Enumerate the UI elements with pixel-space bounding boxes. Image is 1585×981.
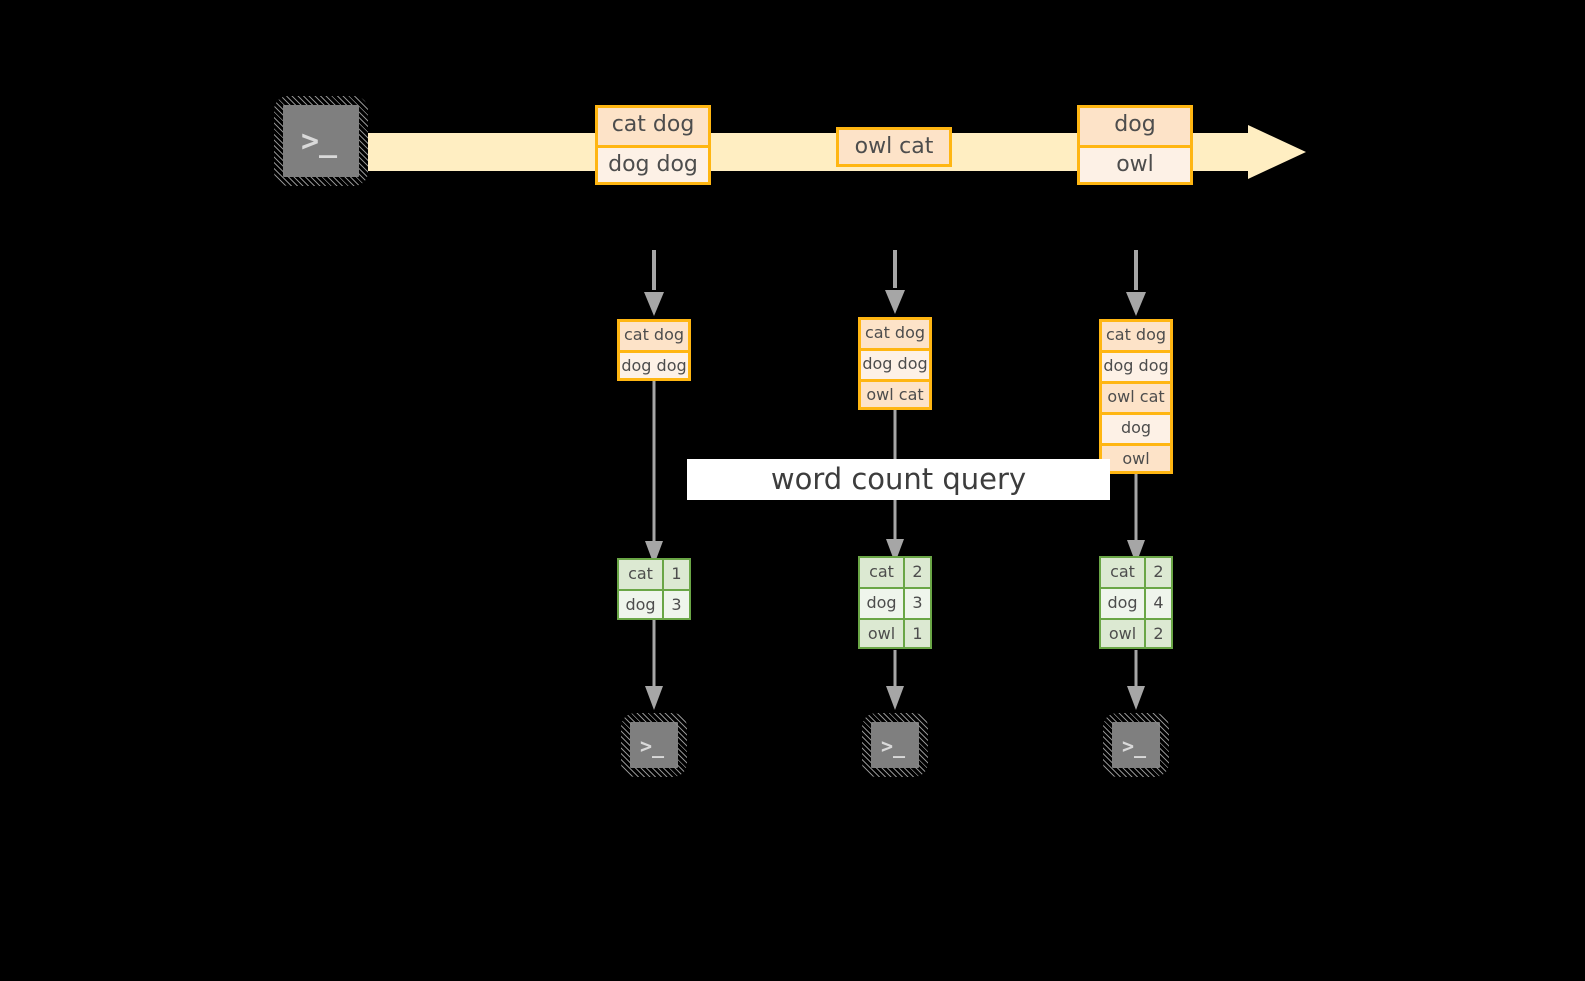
snapshot-line: cat dog bbox=[617, 319, 691, 350]
result-count: 3 bbox=[903, 587, 932, 618]
query-connector-0 bbox=[645, 381, 663, 565]
table-row: dog 4 bbox=[1099, 587, 1173, 618]
stream-record-2: dog owl bbox=[1077, 105, 1193, 185]
sink-connector-2 bbox=[1127, 650, 1145, 710]
snapshot-line: owl bbox=[1099, 443, 1173, 474]
snapshot-stack-2: cat dog dog dog owl cat dog owl bbox=[1099, 319, 1173, 474]
snapshot-line: owl cat bbox=[858, 379, 932, 410]
result-count: 2 bbox=[1144, 556, 1173, 587]
result-word: dog bbox=[1099, 587, 1144, 618]
terminal-body bbox=[630, 722, 678, 768]
table-row: dog 3 bbox=[617, 589, 691, 620]
terminal-body bbox=[871, 722, 919, 768]
stream-record-0: cat dog dog dog bbox=[595, 105, 711, 185]
table-row: dog 3 bbox=[858, 587, 932, 618]
result-word: owl bbox=[1099, 618, 1144, 649]
record-line: cat dog bbox=[595, 105, 711, 145]
table-row: owl 2 bbox=[1099, 618, 1173, 649]
dashed-connector-2 bbox=[1126, 250, 1146, 316]
record-line: owl cat bbox=[836, 127, 952, 167]
result-count: 2 bbox=[1144, 618, 1173, 649]
record-line: dog bbox=[1077, 105, 1193, 145]
result-table-1: cat 2 dog 3 owl 1 bbox=[858, 556, 932, 649]
result-word: cat bbox=[617, 558, 662, 589]
snapshot-line: dog bbox=[1099, 412, 1173, 443]
result-count: 2 bbox=[903, 556, 932, 587]
query-connector-2 bbox=[1127, 474, 1145, 564]
terminal-prompt-icon: >_ bbox=[881, 734, 906, 758]
result-count: 4 bbox=[1144, 587, 1173, 618]
query-label: word count query bbox=[687, 459, 1110, 500]
sink-terminal-0: >_ bbox=[621, 713, 687, 777]
result-word: cat bbox=[858, 556, 903, 587]
result-count: 3 bbox=[662, 589, 691, 620]
result-table-2: cat 2 dog 4 owl 2 bbox=[1099, 556, 1173, 649]
dashed-connector-0 bbox=[644, 250, 664, 316]
result-word: dog bbox=[858, 587, 903, 618]
snapshot-stack-1: cat dog dog dog owl cat bbox=[858, 317, 932, 410]
record-line: owl bbox=[1077, 145, 1193, 185]
sink-connector-0 bbox=[645, 620, 663, 710]
snapshot-line: owl cat bbox=[1099, 381, 1173, 412]
terminal-prompt-icon: >_ bbox=[301, 124, 338, 159]
snapshot-line: cat dog bbox=[1099, 319, 1173, 350]
table-row: owl 1 bbox=[858, 618, 932, 649]
snapshot-line: cat dog bbox=[858, 317, 932, 348]
result-word: owl bbox=[858, 618, 903, 649]
record-line: dog dog bbox=[595, 145, 711, 185]
result-table-0: cat 1 dog 3 bbox=[617, 558, 691, 620]
terminal-prompt-icon: >_ bbox=[640, 734, 665, 758]
result-word: dog bbox=[617, 589, 662, 620]
terminal-body bbox=[1112, 722, 1160, 768]
result-count: 1 bbox=[903, 618, 932, 649]
snapshot-line: dog dog bbox=[1099, 350, 1173, 381]
sink-connector-1 bbox=[886, 650, 904, 710]
snapshot-line: dog dog bbox=[617, 350, 691, 381]
table-row: cat 2 bbox=[858, 556, 932, 587]
terminal-body bbox=[283, 105, 359, 177]
table-row: cat 1 bbox=[617, 558, 691, 589]
table-row: cat 2 bbox=[1099, 556, 1173, 587]
sink-terminal-2: >_ bbox=[1103, 713, 1169, 777]
snapshot-stack-0: cat dog dog dog bbox=[617, 319, 691, 381]
sink-terminal-1: >_ bbox=[862, 713, 928, 777]
result-count: 1 bbox=[662, 558, 691, 589]
result-word: cat bbox=[1099, 556, 1144, 587]
snapshot-line: dog dog bbox=[858, 348, 932, 379]
stream-record-1: owl cat bbox=[836, 127, 952, 167]
dashed-connector-1 bbox=[885, 250, 905, 314]
terminal-prompt-icon: >_ bbox=[1122, 734, 1147, 758]
source-terminal-icon: >_ bbox=[274, 96, 368, 186]
